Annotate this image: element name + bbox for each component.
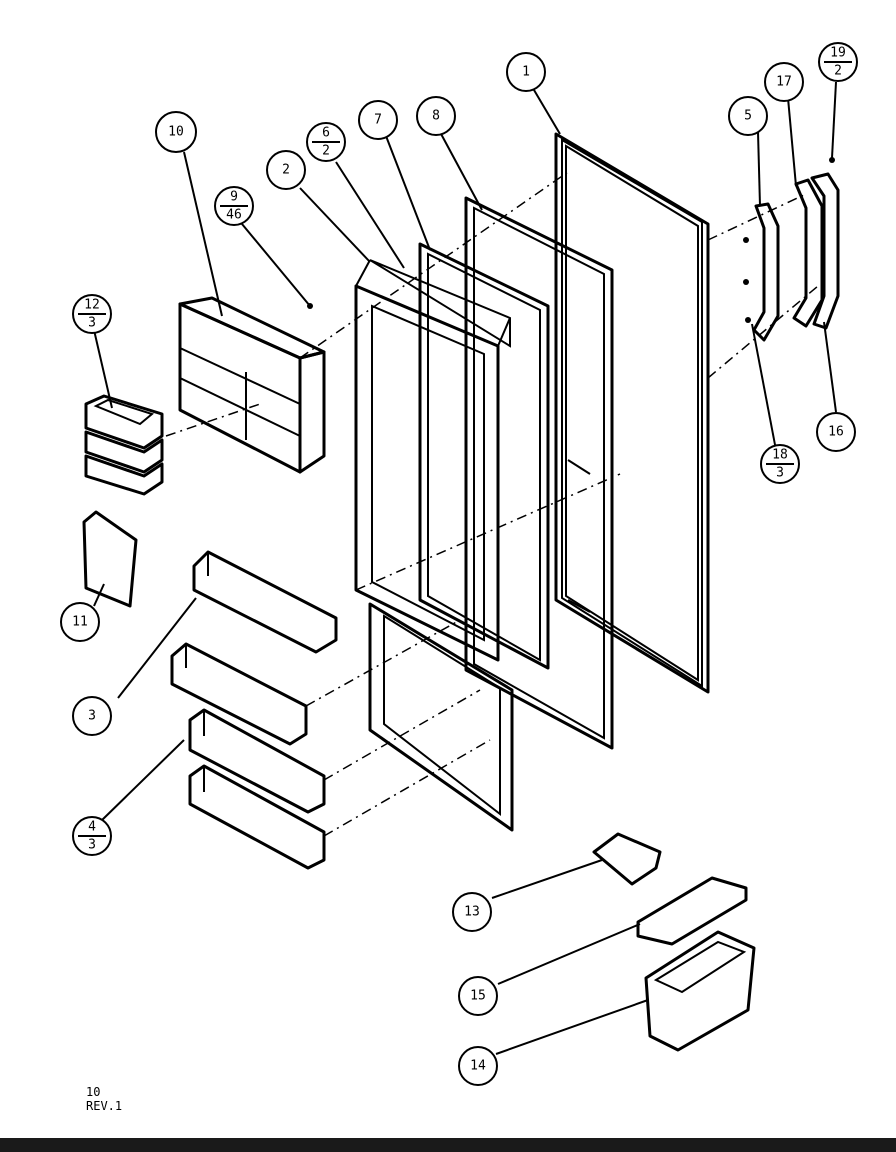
part-7-door-gasket [418,242,550,670]
callout-17-label: 17 [776,75,792,90]
callout-4-top: 4 [88,820,96,835]
part-16-handle [810,172,840,330]
callout-4-3: 4 3 [72,816,112,856]
callout-6-bottom: 2 [322,144,330,159]
callout-13: 13 [452,892,492,932]
footer-revision: REV.1 [86,1099,122,1113]
callout-11: 11 [60,602,100,642]
lower-door-frame [368,602,514,832]
screw-18 [745,317,751,323]
callout-8-label: 8 [432,109,440,124]
scan-bottom-edge [0,1138,896,1152]
callout-19-2: 19 2 [818,42,858,82]
alignment-lines [165,171,819,837]
callout-15-label: 15 [470,989,486,1004]
callout-19-top: 19 [830,46,846,61]
callout-18-bottom: 3 [776,466,784,481]
callout-8: 8 [416,96,456,136]
callout-10: 10 [155,111,197,153]
callout-7: 7 [358,100,398,140]
part-13-tray [592,832,662,886]
part-15-lid [636,876,748,946]
callout-2-label: 2 [282,163,290,178]
callout-9-46: 9 46 [214,186,254,226]
leader-lines [93,81,837,1055]
part-4-door-shelves [170,642,326,870]
callout-11-label: 11 [72,615,88,630]
callout-4-bottom: 3 [88,838,96,853]
callout-12-3: 12 3 [72,294,112,334]
callout-13-label: 13 [464,905,480,920]
part-1-outer-door-panel [554,132,710,694]
callout-14: 14 [458,1046,498,1086]
callout-12-bottom: 3 [88,316,96,331]
screw-a [743,237,749,243]
callout-9-bottom: 46 [226,208,242,223]
screw-19 [829,157,835,163]
callout-3: 3 [72,696,112,736]
callout-10-label: 10 [168,125,184,140]
callout-17: 17 [764,62,804,102]
part-10-dairy-compartment [178,296,326,474]
callout-14-label: 14 [470,1059,486,1074]
callout-12-top: 12 [84,298,100,313]
screw-b [743,279,749,285]
callout-7-label: 7 [374,113,382,128]
part-5-hinge [752,202,780,342]
part-2-inner-door-frame [354,259,511,662]
callout-18-3: 18 3 [760,444,800,484]
callout-1-label: 1 [522,65,530,80]
callout-18-top: 18 [772,448,788,463]
callout-1: 1 [506,52,546,92]
callout-2: 2 [266,150,306,190]
part-12-stacked-containers [84,394,164,496]
part-11-panel [82,510,138,608]
callout-9-top: 9 [230,190,238,205]
callout-5-label: 5 [744,109,752,124]
callout-16: 16 [816,412,856,452]
callout-16-label: 16 [828,425,844,440]
footer-page-number: 10 [86,1085,100,1099]
callout-6-top: 6 [322,126,330,141]
callout-3-label: 3 [88,709,96,724]
callout-6-2: 6 2 [306,122,346,162]
part-3-door-shelf [192,550,338,654]
callout-5: 5 [728,96,768,136]
part-8-door-liner [464,196,614,750]
part-14-ice-bin [644,930,756,1052]
callout-15: 15 [458,976,498,1016]
part-17-hinge-cover [792,178,824,328]
callout-19-bottom: 2 [834,64,842,79]
